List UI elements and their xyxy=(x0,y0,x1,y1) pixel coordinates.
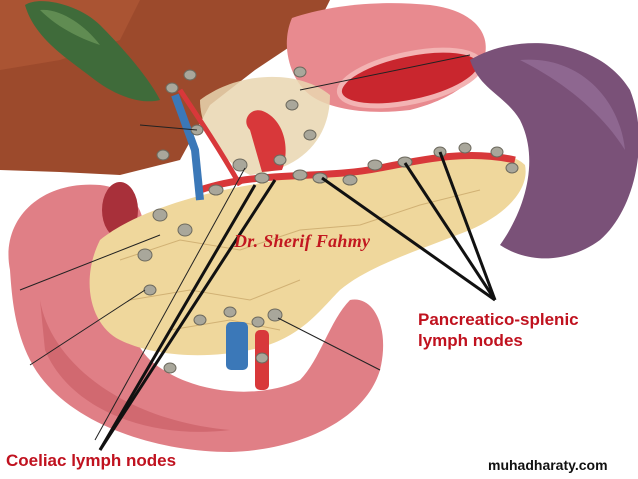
hepatic-artery xyxy=(177,88,243,187)
watermark: Dr. Sherif Fahmy xyxy=(234,231,371,251)
pancreatico-splenic-label: Pancreatico-splenic lymph nodes xyxy=(418,309,579,351)
duodenum-shade xyxy=(40,300,230,432)
pancreatico-splenic-label-line1: Pancreatico-splenic xyxy=(418,310,579,329)
lymph-nodes xyxy=(137,66,519,374)
coeliac-label: Coeliac lymph nodes xyxy=(6,451,177,470)
pancreas xyxy=(89,155,526,356)
pancreas-texture xyxy=(119,189,481,331)
bold-leader-lines xyxy=(98,151,497,451)
site-credit: muhadharaty.com xyxy=(488,457,608,473)
mesenteric-vein xyxy=(226,322,248,370)
gallbladder-highlight xyxy=(40,9,100,45)
thin-leader-lines xyxy=(19,54,471,441)
pancreatico-splenic-label-line2: lymph nodes xyxy=(418,331,523,350)
portal-vein xyxy=(171,93,204,201)
gallbladder xyxy=(25,1,160,102)
spleen-shade xyxy=(520,59,625,151)
